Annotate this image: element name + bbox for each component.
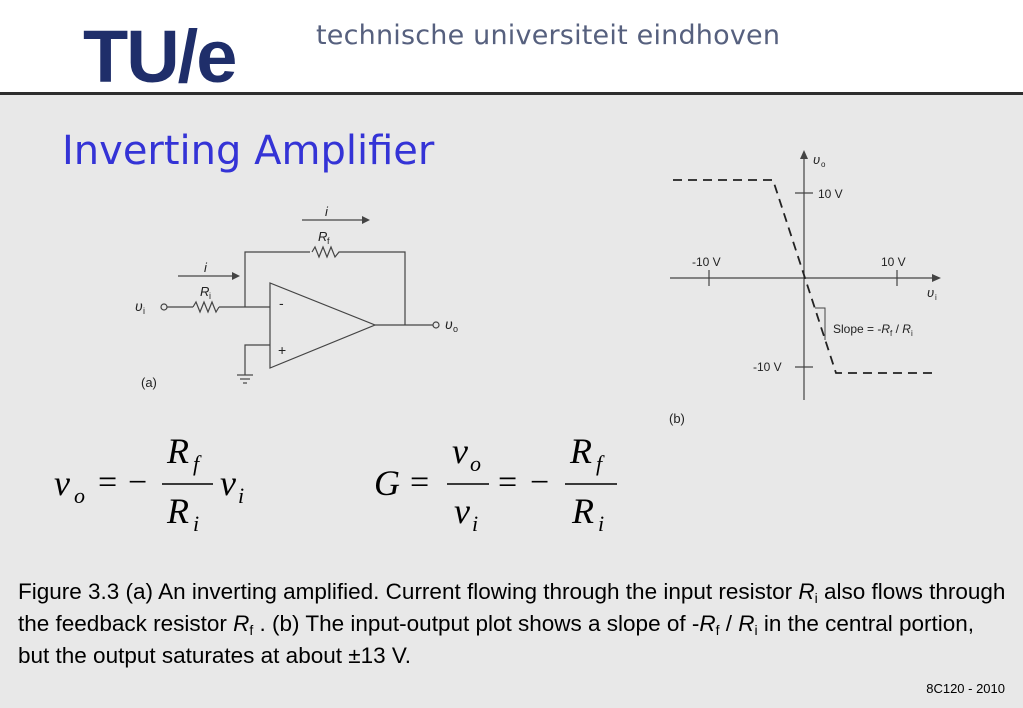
eq2-denominator-2-sub: i xyxy=(598,511,604,536)
label-rf: R xyxy=(318,229,327,244)
tick-label-x-neg: -10 V xyxy=(692,255,721,269)
eq2-numerator-1: v xyxy=(452,431,468,471)
eq2-denominator-1-sub: i xyxy=(472,511,478,536)
eq1-lhs-sub: o xyxy=(74,483,85,508)
label-input-current: i xyxy=(204,260,208,275)
eq1-minus: − xyxy=(128,464,147,501)
tick-label-y-pos: 10 V xyxy=(818,187,843,201)
logo-text: TU/e xyxy=(83,15,235,94)
slide-footer: 8C120 - 2010 xyxy=(926,681,1005,696)
figure-caption: Figure 3.3 (a) An inverting amplified. C… xyxy=(18,579,1006,668)
label-vo-sub: o xyxy=(453,324,458,334)
y-axis-label: υ xyxy=(813,152,820,167)
ground-wire xyxy=(244,344,270,375)
input-terminal xyxy=(160,303,168,311)
x-axis-label-sub: i xyxy=(935,293,937,302)
y-axis-label-sub: o xyxy=(821,160,826,169)
non-inverting-input-sign: + xyxy=(278,342,286,358)
feedback-wire-left xyxy=(244,251,310,307)
transfer-curve xyxy=(673,179,933,374)
tick-label-y-neg: -10 V xyxy=(753,360,782,374)
header-bar xyxy=(0,0,1023,93)
header-divider xyxy=(0,92,1023,95)
slope-label: Slope = -Rf / Ri xyxy=(833,322,913,338)
eq2-denominator-1: v xyxy=(454,491,470,531)
eq2-numerator-1-sub: o xyxy=(470,451,481,476)
label-rf-sub: f xyxy=(327,236,330,246)
label-vi-sub: i xyxy=(143,306,145,316)
eq1-equals: = xyxy=(98,464,117,501)
equation-vo: v o = − R f R i v i xyxy=(54,431,244,536)
equation-gain: G = v o v i = − R f R i xyxy=(374,431,617,536)
eq2-equals-2: = xyxy=(498,464,517,501)
label-vi: υ xyxy=(135,298,143,314)
input-output-plot: υ o υ i 10 V -10 V -10 V 10 V Slope = -R… xyxy=(669,150,941,426)
output-terminal xyxy=(432,321,440,329)
eq1-numerator-sub: f xyxy=(193,451,202,476)
eq1-denominator: R xyxy=(166,491,189,531)
page-title: Inverting Amplifier xyxy=(62,128,435,174)
inverting-amplifier-circuit: i R f i R i υ i υ o - + (a) xyxy=(135,204,458,390)
eq1-numerator: R xyxy=(166,431,189,471)
eq2-minus: − xyxy=(530,464,549,501)
panel-label-b: (b) xyxy=(669,411,685,426)
feedback-wire-right xyxy=(341,251,406,325)
label-ri-sub: i xyxy=(209,291,211,301)
x-axis-label: υ xyxy=(927,285,934,300)
eq2-denominator-2: R xyxy=(571,491,594,531)
eq1-denominator-sub: i xyxy=(193,511,199,536)
label-feedback-current: i xyxy=(325,204,329,219)
tick-label-x-pos: 10 V xyxy=(881,255,906,269)
eq1-rhs: v xyxy=(220,463,236,503)
eq1-lhs: v xyxy=(54,463,70,503)
eq1-rhs-sub: i xyxy=(238,483,244,508)
eq2-numerator-2: R xyxy=(569,431,592,471)
op-amp-triangle xyxy=(269,282,377,369)
inverting-input-sign: - xyxy=(279,295,284,311)
tue-logo: TU/e xyxy=(83,15,237,94)
input-resistor xyxy=(192,300,220,314)
eq2-numerator-2-sub: f xyxy=(596,451,605,476)
slope-indicator xyxy=(815,307,826,340)
eq2-lhs: G xyxy=(374,463,400,503)
panel-label-a: (a) xyxy=(141,375,157,390)
feedback-resistor xyxy=(311,245,341,259)
label-vo: υ xyxy=(445,316,453,332)
eq2-equals-1: = xyxy=(410,464,429,501)
university-name: technische universiteit eindhoven xyxy=(316,20,781,51)
label-ri: R xyxy=(200,284,209,299)
